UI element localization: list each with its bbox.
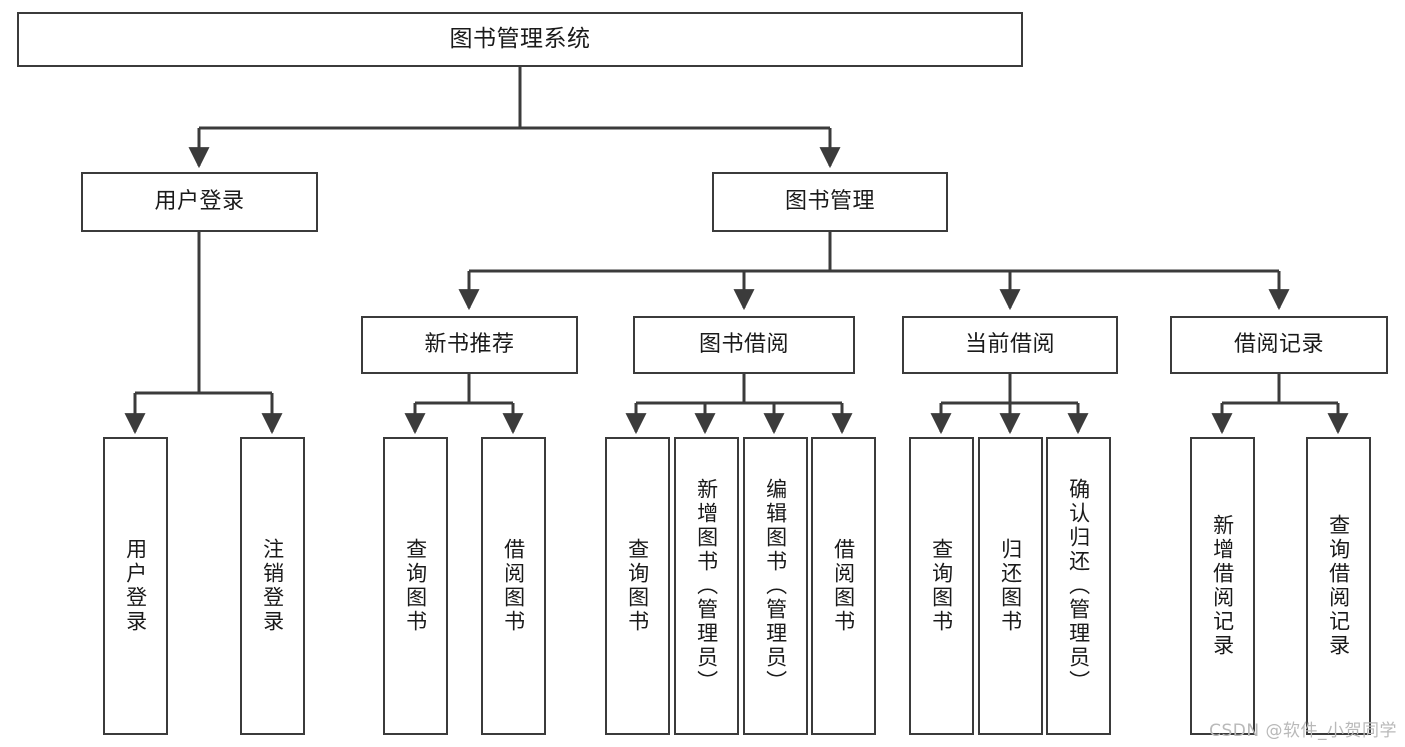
node-label: 归还图书 [998, 538, 1023, 634]
node-label: 当前借阅 [964, 332, 1055, 358]
node-leaf-return-book[interactable]: 归还图书 [978, 437, 1043, 735]
node-leaf-query-book-2[interactable]: 查询图书 [605, 437, 670, 735]
node-label: 新增图书（管理员） [694, 478, 719, 694]
node-label: 新书推荐 [424, 332, 515, 358]
node-label: 借阅记录 [1233, 332, 1324, 358]
node-leaf-borrow-book-1[interactable]: 借阅图书 [481, 437, 546, 735]
node-leaf-query-record[interactable]: 查询借阅记录 [1306, 437, 1371, 735]
node-label: 新增借阅记录 [1210, 514, 1235, 658]
node-label: 图书借阅 [698, 332, 789, 358]
node-label: 图书管理 [784, 189, 875, 215]
node-borrow-record[interactable]: 借阅记录 [1170, 316, 1388, 374]
node-label: 借阅图书 [501, 538, 526, 634]
node-label: 查询借阅记录 [1326, 514, 1351, 658]
node-current-borrow[interactable]: 当前借阅 [902, 316, 1118, 374]
node-leaf-borrow-book-2[interactable]: 借阅图书 [811, 437, 876, 735]
node-label: 查询图书 [403, 538, 428, 634]
node-leaf-user-login[interactable]: 用户登录 [103, 437, 168, 735]
node-label: 查询图书 [625, 538, 650, 634]
node-leaf-logout[interactable]: 注销登录 [240, 437, 305, 735]
node-user-login[interactable]: 用户登录 [81, 172, 318, 232]
node-label: 用户登录 [123, 538, 148, 634]
node-book-borrow[interactable]: 图书借阅 [633, 316, 855, 374]
node-label: 用户登录 [154, 189, 245, 215]
node-leaf-query-book-3[interactable]: 查询图书 [909, 437, 974, 735]
node-label: 查询图书 [929, 538, 954, 634]
csdn-watermark: CSDN @软件_小贺同学 [1209, 721, 1397, 741]
node-new-book-recommend[interactable]: 新书推荐 [361, 316, 578, 374]
node-label: 注销登录 [260, 538, 285, 634]
node-label: 确认归还（管理员） [1066, 478, 1091, 694]
node-root-book-management-system[interactable]: 图书管理系统 [17, 12, 1023, 67]
node-leaf-query-book-1[interactable]: 查询图书 [383, 437, 448, 735]
node-leaf-add-book[interactable]: 新增图书（管理员） [674, 437, 739, 735]
node-label: 图书管理系统 [449, 25, 591, 52]
node-leaf-confirm-return[interactable]: 确认归还（管理员） [1046, 437, 1111, 735]
node-book-management[interactable]: 图书管理 [712, 172, 948, 232]
node-label: 编辑图书（管理员） [763, 478, 788, 694]
node-leaf-edit-book[interactable]: 编辑图书（管理员） [743, 437, 808, 735]
node-label: 借阅图书 [831, 538, 856, 634]
node-leaf-add-record[interactable]: 新增借阅记录 [1190, 437, 1255, 735]
